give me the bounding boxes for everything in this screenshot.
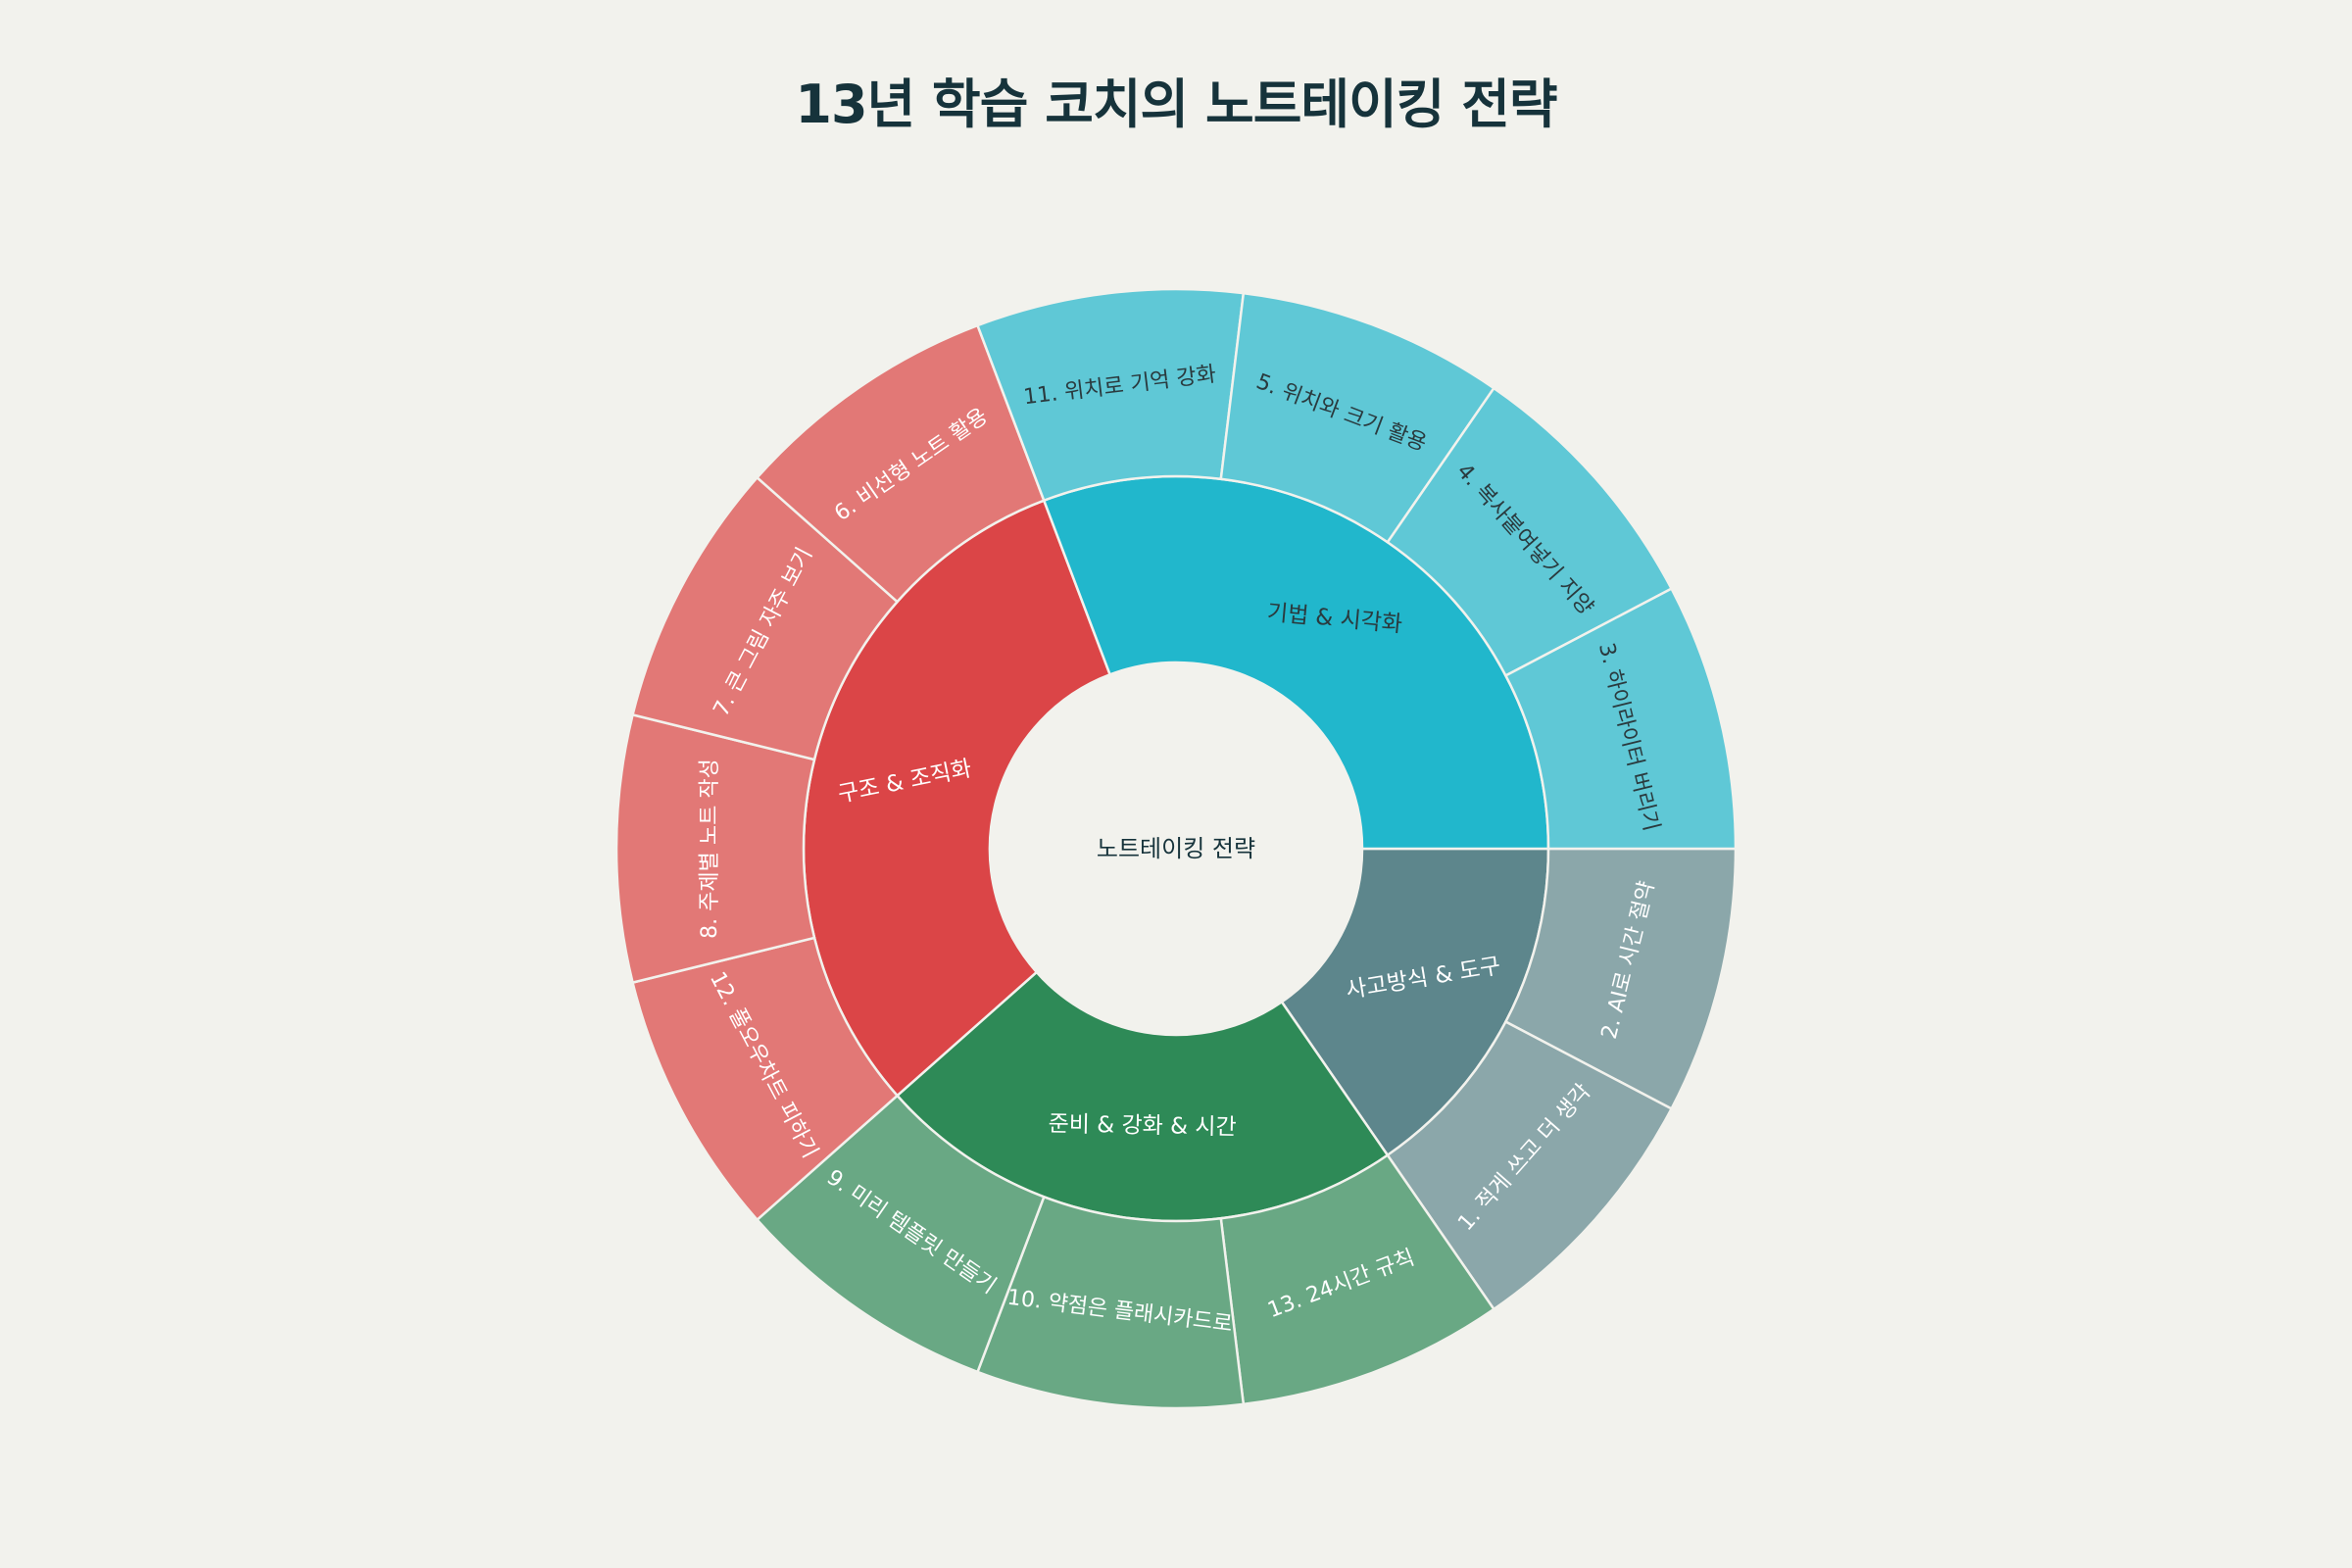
center-hole: [990, 662, 1362, 1035]
leaf-segment[interactable]: [1503, 586, 1738, 851]
leaf-label: 8. 주제별 노트 작성: [698, 759, 722, 939]
category-label: 준비 & 강화 & 시간: [1048, 1111, 1237, 1140]
center-label: 노트테이킹 전략: [1097, 835, 1255, 862]
chart-title: 13년 학습 코치의 노트테이킹 전략: [795, 74, 1557, 135]
